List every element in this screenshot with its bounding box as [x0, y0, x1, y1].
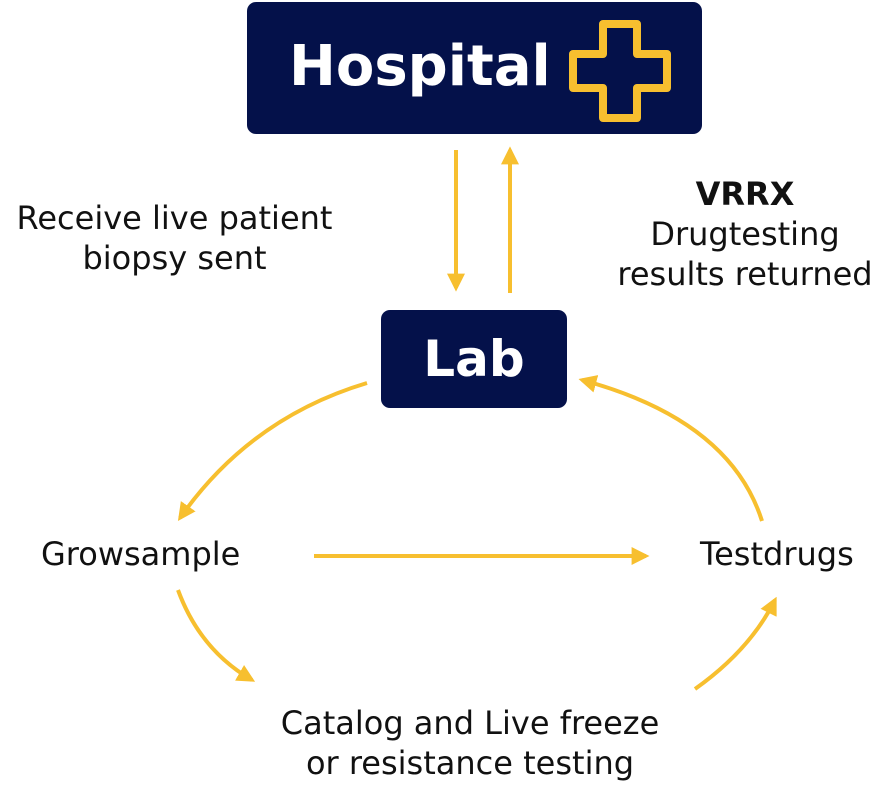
- catalog-line-2: or resistance testing: [305, 744, 635, 782]
- catalog-node: Catalog and Live freeze or resistance te…: [255, 703, 685, 783]
- grow-sample-node: Growsample: [41, 535, 241, 573]
- lab-node: Lab: [381, 310, 567, 408]
- results-line-1: Drugtesting: [650, 215, 840, 253]
- receive-line-2: biopsy sent: [82, 239, 267, 277]
- arrow-catalog-to-test: [693, 596, 777, 691]
- plus-cross-icon: [569, 20, 671, 122]
- arrow-test-to-lab: [578, 375, 764, 522]
- hospital-node: Hospital: [247, 2, 702, 134]
- results-line-2: results returned: [617, 255, 873, 293]
- catalog-line-1: Catalog and Live freeze: [280, 704, 660, 742]
- test-drugs-node: Testdrugs: [700, 535, 854, 573]
- arrow-lab-to-grow: [177, 381, 368, 521]
- vrrx-label: VRRX: [695, 175, 795, 213]
- results-returned-label: VRRX Drugtesting results returned: [600, 174, 890, 294]
- receive-biopsy-label: Receive live patient biopsy sent: [2, 198, 347, 278]
- lab-label: Lab: [423, 330, 525, 388]
- hospital-label: Hospital: [289, 34, 551, 99]
- arrow-grow-to-catalog: [176, 589, 256, 682]
- receive-line-1: Receive live patient: [16, 199, 333, 237]
